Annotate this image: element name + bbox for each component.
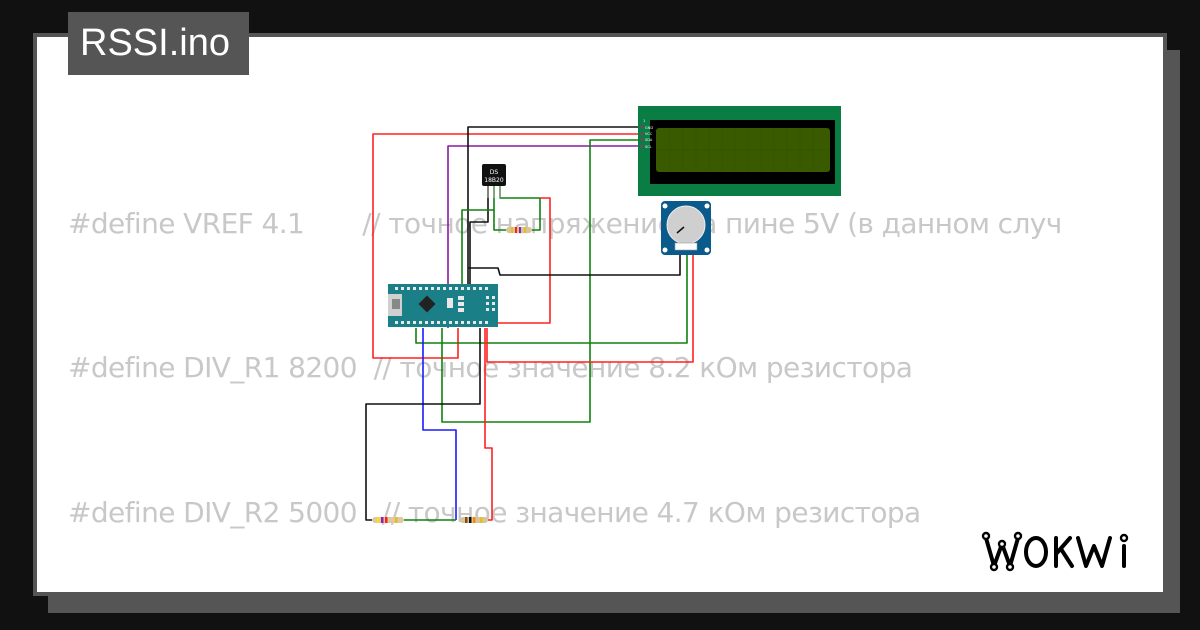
resistor-pullup	[506, 227, 532, 233]
lcd-display: 1 GND VCC SDA SCL	[638, 106, 841, 196]
wire-purple-lcd-scl	[447, 145, 642, 328]
svg-text:18B20: 18B20	[484, 177, 504, 184]
wire-green-lcd-sda	[441, 139, 642, 423]
arduino-nano	[388, 284, 498, 327]
wire-red-lcd-vcc	[372, 133, 642, 359]
wire-blue-divider	[422, 328, 457, 520]
svg-text:SDA: SDA	[645, 138, 653, 142]
code-line: #define DIV_R2 5000 // точное значение 4…	[68, 496, 921, 530]
wire-black-pot-gnd	[468, 250, 681, 276]
wokwi-logo-text: WOKWi	[978, 526, 982, 527]
code-line: #define VREF 4.1 // точное напряжение на…	[68, 206, 1062, 240]
wire-red-divider-vin	[484, 328, 493, 521]
wire-green-ds-data	[461, 185, 495, 288]
wire-black-lcd-gnd	[467, 126, 642, 288]
wire-green-ds-res	[493, 210, 506, 231]
wire-black-divider-gnd	[365, 328, 481, 521]
project-title: RSSI.ino	[68, 12, 249, 75]
code-background: #define VREF 4.1 // точное напряжение на…	[68, 103, 1062, 592]
resistor-divider-r1	[460, 517, 488, 523]
potentiometer	[661, 201, 711, 255]
wire-green-ds-vcc	[499, 185, 541, 231]
ds18b20-sensor: DS 18B20	[482, 164, 506, 198]
wire-black-ds-gnd	[469, 185, 489, 288]
wokwi-logo: WOKWi	[978, 526, 1129, 572]
wire-green-pot-sig	[415, 250, 688, 344]
svg-text:GND: GND	[645, 126, 653, 130]
wire-red-pot-vcc	[486, 250, 694, 363]
code-line: #define DIV_R1 8200 // точное значение 8…	[68, 351, 913, 385]
resistor-divider-r2	[372, 517, 404, 523]
svg-text:SCL: SCL	[645, 145, 652, 149]
svg-text:VCC: VCC	[645, 132, 653, 136]
preview-card-content: #define VREF 4.1 // точное напряжение на…	[37, 37, 1163, 592]
wire-red-ds-vcc	[490, 197, 551, 324]
svg-text:1: 1	[643, 119, 645, 123]
svg-text:DS: DS	[490, 169, 499, 176]
